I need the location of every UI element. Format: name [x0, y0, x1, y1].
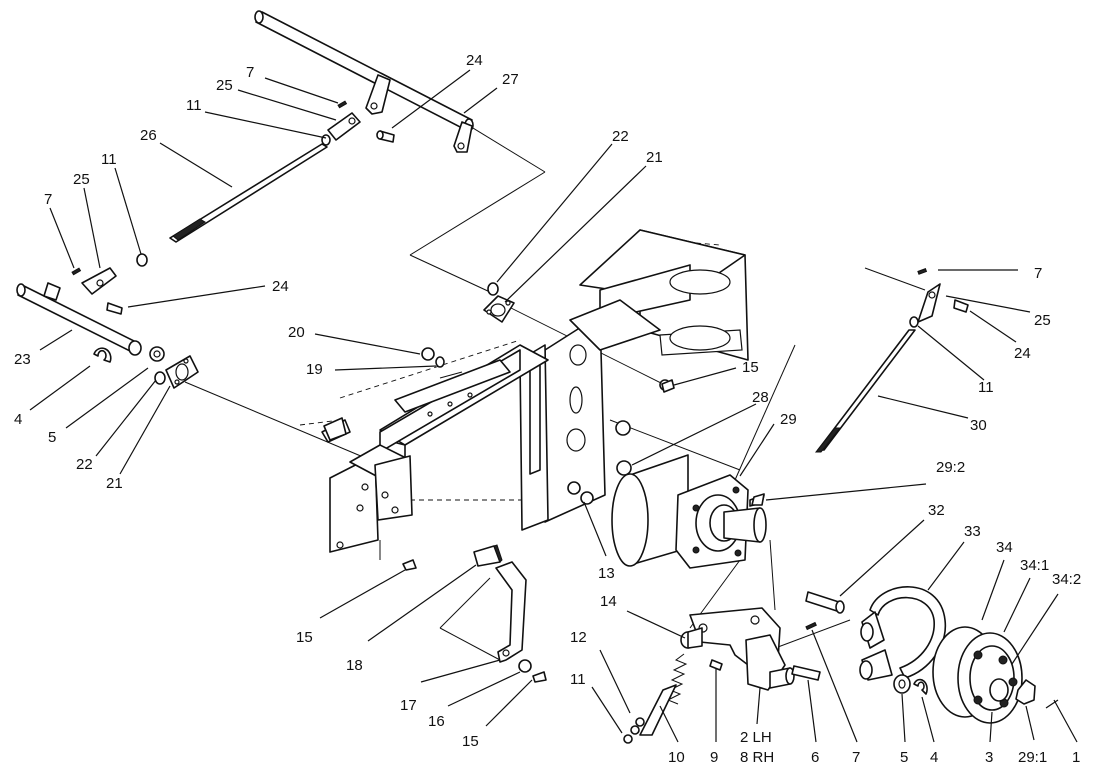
callout-16: 16 — [428, 713, 445, 730]
callout-25: 25 — [1034, 312, 1051, 329]
callout-11: 11 — [186, 97, 202, 114]
callout-19: 19 — [306, 361, 323, 378]
deck-hardware — [323, 347, 765, 506]
hydraulic-motor — [611, 454, 767, 569]
left-cross-shaft — [16, 267, 142, 356]
callout-11: 11 — [101, 151, 117, 168]
callout-29-1: 29:1 — [1018, 749, 1047, 766]
leader-lines — [29, 69, 1078, 743]
callout-34-2: 34:2 — [1052, 571, 1081, 588]
callout-23: 23 — [14, 351, 31, 368]
callout-7: 7 — [246, 64, 254, 81]
callout-26: 26 — [140, 127, 157, 144]
callout-11: 11 — [570, 671, 586, 688]
main-frame — [321, 229, 749, 553]
upper-cross-shaft — [254, 10, 474, 153]
callout-13: 13 — [598, 565, 615, 582]
callout-32: 32 — [928, 502, 945, 519]
callout-17: 17 — [400, 697, 417, 714]
callout-7: 7 — [1034, 265, 1042, 282]
upper-rod — [136, 143, 328, 267]
callout-20: 20 — [288, 324, 305, 341]
callout-24: 24 — [1014, 345, 1031, 362]
callout-6: 6 — [811, 749, 819, 766]
callout-8-rh: 8 RH — [740, 749, 774, 766]
callout-2-lh: 2 LH — [740, 729, 772, 746]
callout-25: 25 — [73, 171, 90, 188]
callout-14: 14 — [600, 593, 617, 610]
callout-27: 27 — [502, 71, 519, 88]
callout-24: 24 — [272, 278, 289, 295]
callout-1: 1 — [1072, 749, 1080, 766]
callout-4: 4 — [930, 749, 938, 766]
upper-bearing-set — [483, 282, 515, 323]
callout-15: 15 — [742, 359, 759, 376]
callout-21: 21 — [646, 149, 663, 166]
callout-3: 3 — [985, 749, 993, 766]
callout-4: 4 — [14, 411, 22, 428]
callout-15: 15 — [296, 629, 313, 646]
callout-29-2: 29:2 — [936, 459, 965, 476]
hub-hardware — [893, 674, 1059, 709]
callout-28: 28 — [752, 389, 769, 406]
callout-12: 12 — [570, 629, 587, 646]
spring-assembly — [623, 653, 688, 744]
brake-arm-assembly — [680, 591, 845, 691]
callout-7: 7 — [852, 749, 860, 766]
left-bearing-set — [93, 346, 199, 389]
callout-21: 21 — [106, 475, 123, 492]
callout-34: 34 — [996, 539, 1013, 556]
callout-30: 30 — [970, 417, 987, 434]
brake-band — [859, 586, 947, 681]
pedal-bracket — [402, 379, 675, 683]
callout-22: 22 — [76, 456, 93, 473]
callout-33: 33 — [964, 523, 981, 540]
right-linkage — [814, 268, 969, 453]
brake-drum-hub — [932, 626, 1023, 724]
callout-5: 5 — [48, 429, 56, 446]
callout-18: 18 — [346, 657, 363, 674]
callout-34-1: 34:1 — [1020, 557, 1049, 574]
callout-25: 25 — [216, 77, 233, 94]
callout-22: 22 — [612, 128, 629, 145]
upper-clevis — [321, 100, 395, 146]
callout-29: 29 — [780, 411, 797, 428]
callout-15: 15 — [462, 733, 479, 750]
callout-11: 11 — [978, 379, 994, 396]
callout-labels: 7 25 11 24 27 26 11 25 7 24 23 4 5 22 21… — [14, 52, 1081, 766]
callout-10: 10 — [668, 749, 685, 766]
callout-24: 24 — [466, 52, 483, 69]
callout-9: 9 — [710, 749, 718, 766]
callout-5: 5 — [900, 749, 908, 766]
callout-7: 7 — [44, 191, 52, 208]
